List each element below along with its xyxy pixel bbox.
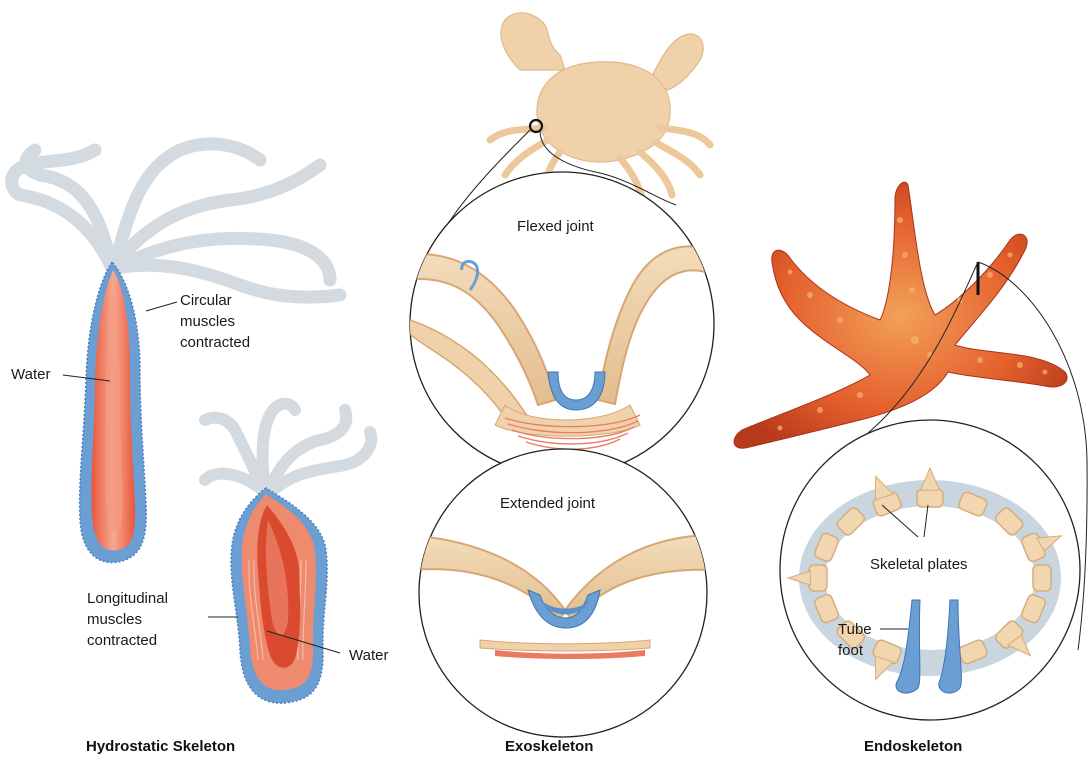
skeletal-plate [917,489,943,507]
hydra-tall-tentacles [12,144,340,297]
crab-shell [537,62,670,162]
label-water-bottom: Water [349,645,388,666]
crab [490,13,710,200]
label-tube-foot: Tube foot [838,619,872,661]
label-water-top: Water [11,364,50,385]
label-flexed-joint: Flexed joint [517,216,594,237]
leader-circular [146,302,177,311]
caption-exoskeleton: Exoskeleton [505,738,593,755]
crab-left-claw [501,13,565,70]
label-circular-muscles: Circular muscles contracted [180,290,250,353]
caption-endoskeleton: Endoskeleton [864,738,962,755]
label-skeletal-plates: Skeletal plates [870,554,968,575]
hydra-short [205,404,371,703]
caption-hydrostatic: Hydrostatic Skeleton [86,738,235,755]
label-longitudinal-muscles: Longitudinal muscles contracted [87,588,168,651]
hydra-short-tentacles [205,404,371,494]
label-extended-joint: Extended joint [500,493,595,514]
skeletal-plate [809,565,827,591]
skeletal-plate [1033,565,1051,591]
hydra-tall [12,144,340,563]
starfish [734,182,1067,448]
